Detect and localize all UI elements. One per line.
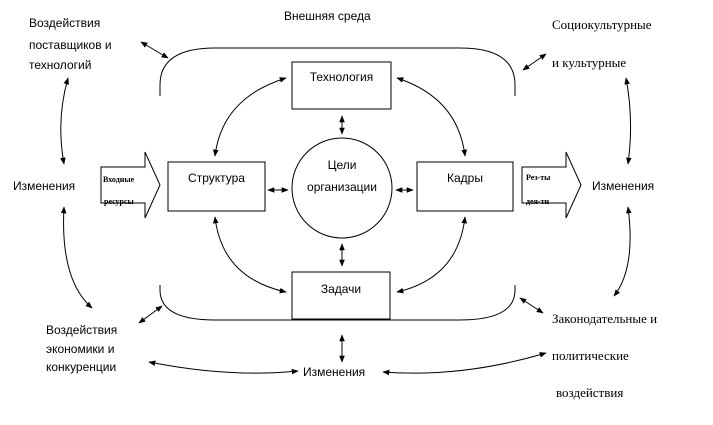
economy-line1: Воздействия	[46, 323, 118, 337]
legal-line2: политические	[552, 348, 629, 363]
tasks-box	[291, 271, 391, 320]
environment-boundary-bottom	[159, 285, 516, 321]
personnel-label: Кадры	[447, 171, 483, 185]
economy-line2: экономики и	[46, 342, 115, 356]
changes-right: Изменения	[592, 179, 655, 193]
curve-changes-left-economy	[60, 206, 93, 309]
tasks-label: Задачи	[320, 282, 362, 296]
curve-economy-changes-bottom	[148, 360, 299, 375]
sociocultural-line1: Социокультурные	[552, 17, 652, 32]
environment-title: Внешняя среда	[284, 9, 371, 23]
input-label-line1: Входные	[103, 175, 135, 184]
changes-bottom: Изменения	[303, 365, 366, 379]
curve-changes-right-legal	[613, 206, 632, 297]
input-label-line2: ресурсы	[104, 197, 134, 206]
input-block-arrow	[100, 151, 161, 219]
goals-label-line1: Цели	[327, 158, 357, 172]
output-block-arrow	[521, 151, 582, 219]
curve-changes-bottom-legal	[382, 352, 547, 376]
structure-label: Структура	[188, 171, 245, 185]
arc-personnel-tasks	[396, 216, 468, 294]
technology-label: Технология	[309, 70, 374, 84]
suppliers-line3: технологий	[29, 58, 92, 72]
legal-line1: Законодательные и	[552, 311, 658, 326]
personnel-box	[416, 161, 514, 212]
output-label-line1: Рез-ты	[526, 173, 551, 182]
curve-social-changes-right	[624, 77, 632, 165]
economy-line3: конкуренции	[46, 360, 117, 374]
output-label-line2: дея-ти	[526, 197, 550, 206]
arc-technology-personnel	[396, 77, 468, 157]
suppliers-line2: поставщиков и	[29, 38, 112, 52]
technology-box	[291, 61, 392, 110]
goals-circle	[291, 137, 393, 239]
sociocultural-line2: и культурные	[552, 55, 627, 70]
arc-structure-tasks	[212, 216, 287, 294]
arc-technology-structure	[212, 77, 287, 157]
arrow-suppliers-boundary	[140, 41, 169, 59]
changes-left: Изменения	[13, 179, 76, 193]
arrow-social-boundary	[522, 53, 547, 71]
arrow-legal-boundary	[519, 297, 544, 314]
curve-suppliers-changes-left	[60, 77, 69, 165]
suppliers-line1: Воздействия	[29, 16, 101, 30]
legal-line3: воздействия	[556, 385, 624, 400]
arrow-economy-boundary	[138, 305, 163, 324]
goals-label-line2: организации	[307, 180, 377, 194]
environment-boundary-top	[159, 47, 516, 96]
structure-box	[167, 161, 266, 212]
